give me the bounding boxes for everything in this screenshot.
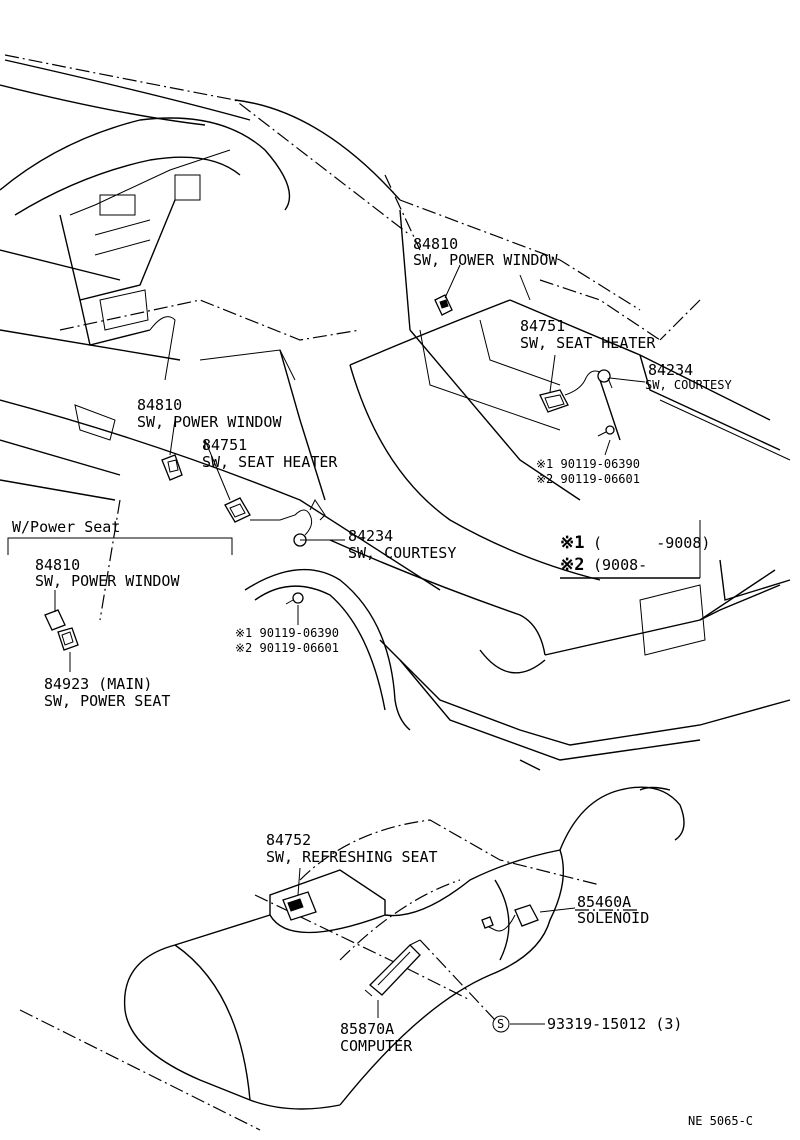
seat-callouts: 84752 SW, REFRESHING SEAT 85460A SOLENOI… [266,831,682,1055]
computer-number: 85870A [340,1020,394,1038]
power-seat-box-title: W/Power Seat [12,518,120,536]
sh-upper-number: 84751 [520,317,565,335]
legend-row2-range: (9008- [593,556,701,574]
box-pw-number: 84810 [35,556,80,574]
court-mid-name: SW, COURTESY [348,544,456,562]
sh-mid-name: SW, SEAT HEATER [202,453,338,471]
pw-upper-name: SW, POWER WINDOW [413,251,558,269]
screw-symbol: S [497,1017,504,1031]
court-upper-number: 84234 [648,361,693,379]
screw-symbol-circle [492,1015,510,1033]
part-power-window-switch-mid [161,454,183,481]
upper-callouts: 84810 SW, POWER WINDOW 84751 SW, SEAT HE… [413,235,732,486]
screw-mid-2: ※2 90119-06601 [235,641,339,655]
court-upper-name: SW, COURTESY [645,378,732,392]
legend-row1-mark: ※1 [560,533,584,553]
box-ps-number: 84923 (MAIN) [44,675,152,693]
footer-code: NE 5065-C [688,1114,753,1128]
part-courtesy-switch-upper [564,369,615,437]
part-seat-heater-switch-mid [224,497,251,523]
screw-mid-1: ※1 90119-06390 [235,626,339,640]
legend: ※1 ( -9008) ※2 (9008- [560,533,710,575]
seat-outline [19,786,685,1131]
leader-lines [54,264,646,1025]
legend-row1-range: ( -9008) [593,534,710,552]
car-body-outline [0,54,791,771]
pw-mid-number: 84810 [137,396,182,414]
solenoid-number: 85460A [577,893,631,911]
refresh-number: 84752 [266,831,311,849]
part-power-window-switch-box [44,609,79,651]
pw-upper-number: 84810 [413,235,458,253]
box-pw-name: SW, POWER WINDOW [35,572,180,590]
refresh-name: SW, REFRESHING SEAT [266,848,438,866]
sh-upper-name: SW, SEAT HEATER [520,334,656,352]
part-computer [364,944,421,997]
computer-name: COMPUTER [340,1037,413,1055]
power-seat-box: W/Power Seat 84810 SW, POWER WINDOW 8492… [12,518,180,710]
court-mid-number: 84234 [348,527,393,545]
part-solenoid [481,904,539,932]
legend-row2-mark: ※2 [560,555,584,575]
box-ps-name: SW, POWER SEAT [44,692,170,710]
sh-mid-number: 84751 [202,436,247,454]
solenoid-name: SOLENOID [577,909,649,927]
part-power-window-switch-upper [434,294,453,316]
power-seat-box-frame [7,537,233,555]
screw-upper-2: ※2 90119-06601 [536,472,640,486]
screw-s-number: 93319-15012 (3) [547,1015,682,1033]
part-seat-heater-switch-upper [539,389,569,413]
mid-callouts: 84810 SW, POWER WINDOW 84751 SW, SEAT HE… [137,396,456,655]
part-refreshing-seat-switch [282,891,317,921]
pw-mid-name: SW, POWER WINDOW [137,413,282,431]
screw-upper-1: ※1 90119-06390 [536,457,640,471]
